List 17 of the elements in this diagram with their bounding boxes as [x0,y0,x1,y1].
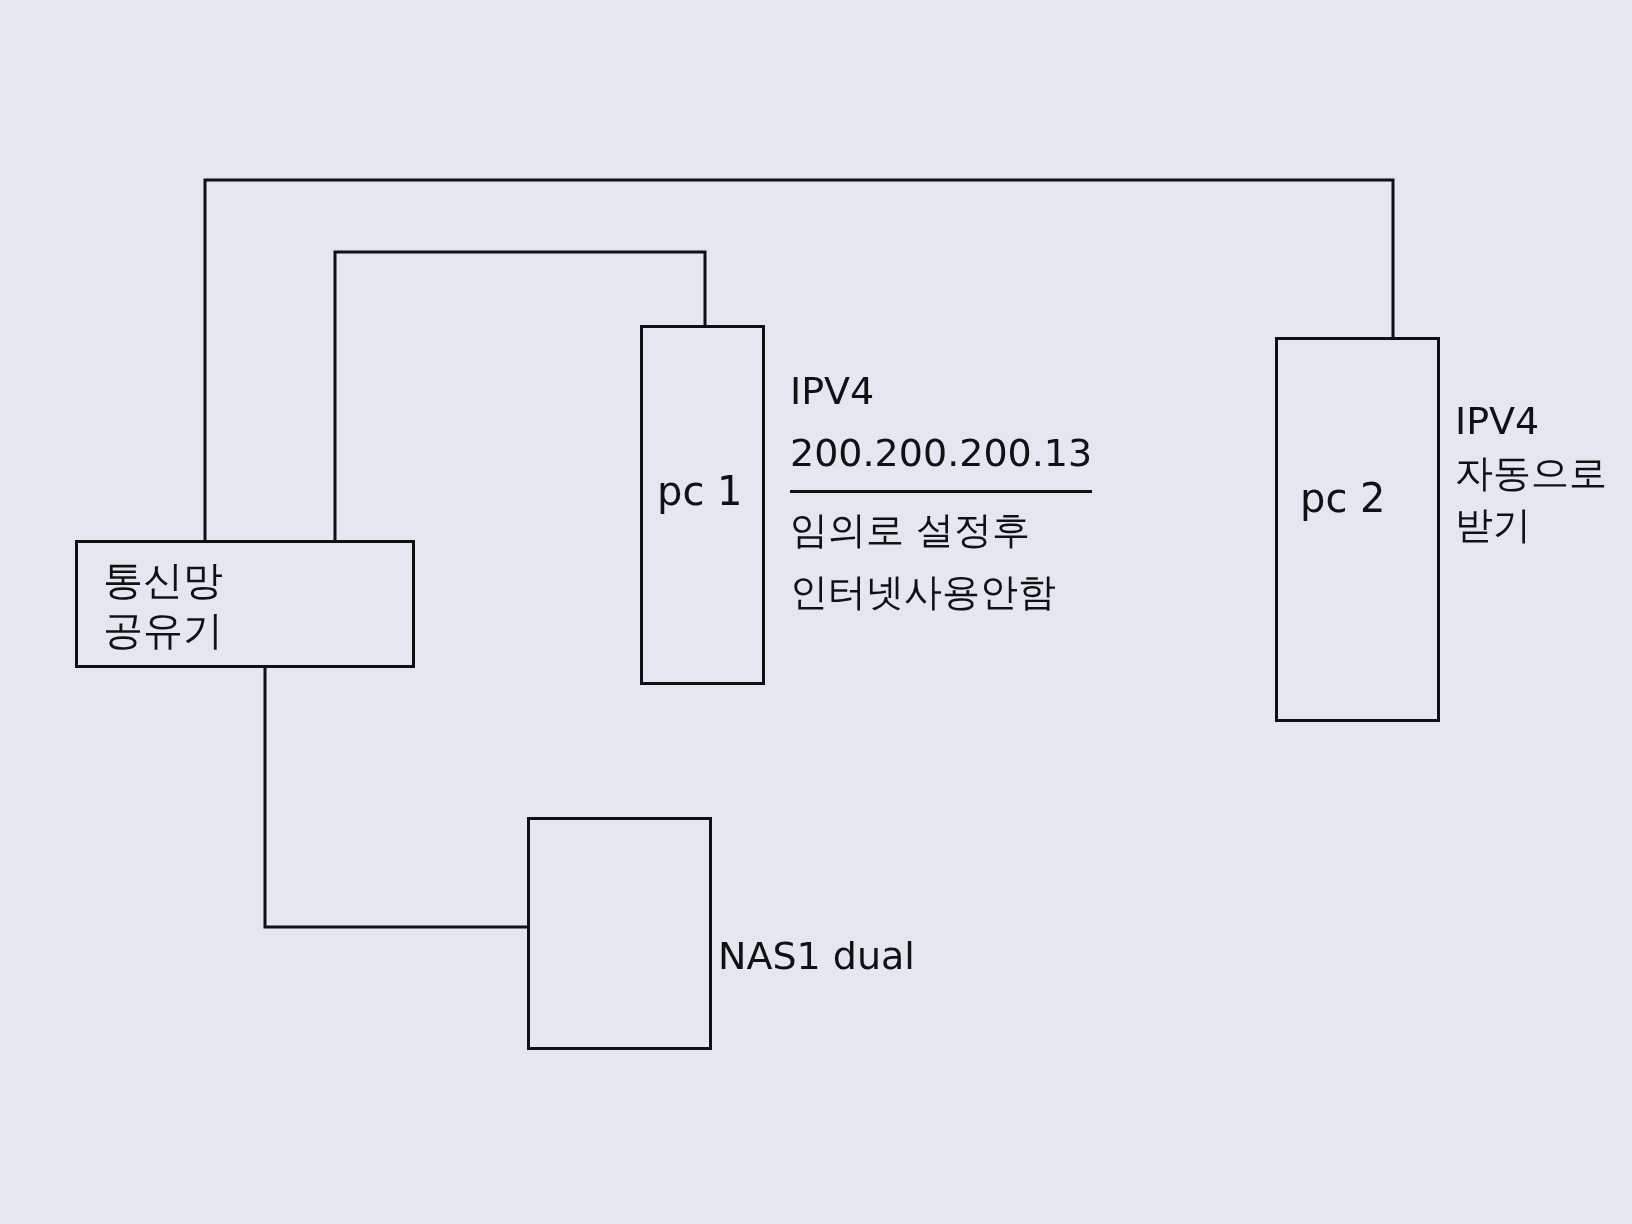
side-note: 임의로 설정후 [790,507,1032,554]
connector-line [333,250,707,540]
storage-box [527,817,712,1050]
node-label: 통신망 공유기 [103,556,224,655]
side-note: 자동으로 받기 [1455,450,1608,549]
connector-line [263,668,527,929]
side-note: 200.200.200.13 [790,422,1093,493]
router-box [75,540,415,668]
computer-box [1275,337,1440,722]
computer-box [640,325,765,685]
side-note: IPV4 [1455,398,1541,445]
node-label: pc 2 [1300,475,1386,521]
side-note: IPV4 [790,368,876,415]
connector-line [203,178,1395,540]
node-label: pc 1 [657,468,743,514]
side-note: NAS1 dual [718,933,915,980]
side-note: 인터넷사용안함 [790,569,1057,616]
